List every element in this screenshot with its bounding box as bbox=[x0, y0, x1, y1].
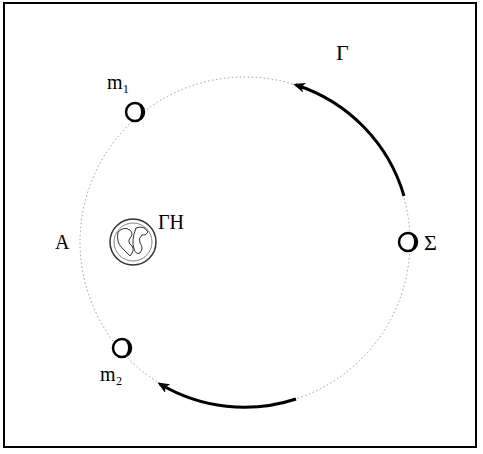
planet-label: ΓΗ bbox=[158, 212, 184, 232]
mass-label: m₂ bbox=[100, 364, 123, 384]
point-label: Σ bbox=[424, 232, 437, 254]
satellite bbox=[399, 233, 417, 251]
satellite bbox=[126, 103, 144, 121]
satellite bbox=[113, 339, 131, 357]
point-label: Γ bbox=[336, 42, 349, 64]
mass-label: m₁ bbox=[107, 72, 130, 92]
frame bbox=[4, 3, 476, 447]
orbit bbox=[80, 77, 410, 407]
earth-icon bbox=[110, 219, 156, 265]
motion-arrow bbox=[160, 384, 296, 407]
point-label: Α bbox=[55, 232, 69, 252]
motion-arrow bbox=[296, 85, 404, 196]
